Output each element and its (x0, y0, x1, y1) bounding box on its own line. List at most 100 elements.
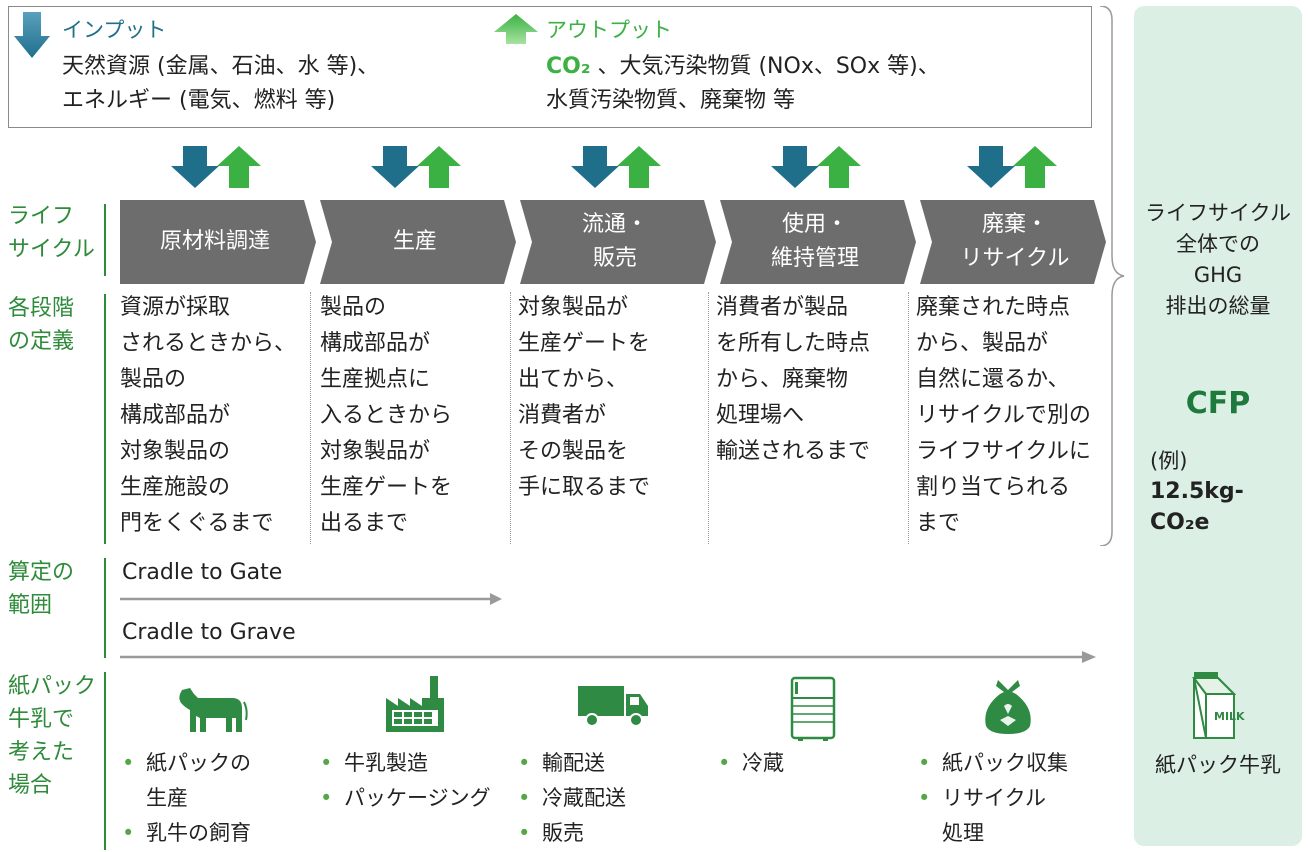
row-label-example-4: 場合 (8, 773, 53, 798)
stage-2-output-arrow-icon (417, 146, 461, 188)
side-summary-line-1: ライフサイクル (1145, 201, 1291, 225)
example-3-item-1-text: 輸配送 (542, 751, 605, 775)
example-3-item-3-text: 販売 (542, 821, 584, 845)
stage-3-io-arrows (571, 146, 661, 188)
row-label-definition-2: の定義 (8, 329, 75, 354)
row-label-example-3: 考えた (8, 740, 75, 765)
output-arrow-icon (494, 14, 538, 44)
product-label: 紙パック牛乳 (1155, 753, 1281, 777)
stage-chevrons (120, 200, 1106, 284)
row-label-example-2: 牛乳で (8, 707, 75, 732)
stage-chevron-4 (720, 200, 916, 284)
milk-label: MILK (1214, 710, 1245, 723)
input-output-box (8, 6, 1092, 128)
cfp-title: CFP (1185, 386, 1251, 421)
factory-icon (386, 676, 444, 732)
example-3-item-2-text: 冷蔵配送 (542, 786, 626, 810)
stage-label-3: 流通・販売 (520, 200, 710, 284)
row-label-lifecycle: ライフ サイクル (8, 200, 95, 266)
stage-1-io-arrows (171, 146, 261, 188)
cradle-to-gate-label: Cradle to Gate (122, 560, 283, 585)
stage-chevron-5 (920, 200, 1106, 284)
row-label-scope-1: 算定の (8, 560, 75, 585)
definition-stage-1: 資源が採取 されるときから、 製品の 構成部品が 対象製品の 生産施設の 門をく… (120, 295, 297, 536)
example-list-4: 冷蔵 (716, 746, 784, 781)
stage-1-line-1: 原材料調達 (159, 229, 270, 254)
row-label-definition: 各段階 の定義 (8, 292, 74, 358)
definition-stage-2: 製品の 構成部品が 生産拠点に 入るときから 対象製品が 生産ゲートを 出るまで (320, 295, 453, 536)
side-summary: ライフサイクル 全体での GHG 排出の総量 (1134, 198, 1302, 322)
example-5-item-2: リサイクル 処理 (916, 781, 1068, 851)
row-label-lifecycle-2: サイクル (8, 237, 95, 262)
example-list-2: 牛乳製造 パッケージング (318, 746, 491, 816)
stage-4-line-1: 使用・ (781, 212, 848, 237)
example-4-item-1: 冷蔵 (716, 746, 784, 781)
row-label-example: 紙パック 牛乳で 考えた 場合 (8, 670, 96, 802)
definition-separator-3 (708, 292, 709, 544)
garbage-bag-icon (985, 680, 1031, 734)
output-label: アウトプット (546, 18, 672, 42)
stage-label-2: 生産 (320, 200, 510, 284)
definition-stage-4: 消費者が製品 を所有した時点 から、廃棄物 処理場へ 輸送されるまで (716, 295, 871, 464)
stage-1-output-arrow-icon (217, 146, 261, 188)
stage-2-io-arrows (371, 146, 461, 188)
example-3-item-1: 輸配送 (516, 746, 626, 781)
side-summary-line-2: 全体での (1176, 232, 1260, 256)
cow-icon (179, 688, 248, 732)
example-1-item-2-text: 乳牛の飼育 (146, 821, 251, 845)
stage-3-input-arrow-icon (571, 146, 619, 188)
stage-3-line-1: 流通・ (581, 212, 648, 237)
output-line-1-rest: 、大気汚染物質 (NOx、SOx 等)、 (590, 54, 940, 79)
row-label-scope-2: 範囲 (8, 593, 53, 618)
input-line-1: 天然資源 (金属、石油、水 等)、 (62, 54, 380, 79)
input-arrow-icon (14, 12, 50, 58)
side-summary-line-3: GHG (1193, 263, 1243, 287)
definition-separator-1 (310, 292, 311, 544)
example-5-item-1: 紙パック収集 (916, 746, 1068, 781)
output-line-2: 水質汚染物質、廃棄物 等 (546, 88, 795, 113)
example-2-item-2-text: パッケージング (344, 786, 491, 810)
row-label-scope: 算定の 範囲 (8, 556, 74, 622)
example-list-1: 紙パックの 生産 乳牛の飼育 (120, 746, 251, 851)
scope-divider (104, 558, 106, 658)
side-summary-line-4: 排出の総量 (1165, 294, 1271, 318)
stage-1-input-arrow-icon (171, 146, 219, 188)
cfp-example-value-2: CO₂e (1150, 510, 1210, 535)
input-line-2: エネルギー (電気、燃料 等) (62, 88, 336, 113)
stage-chevron-1 (120, 200, 316, 284)
definition-separator-2 (510, 292, 511, 544)
example-5-item-2-text: リサイクル 処理 (942, 786, 1046, 845)
example-2-item-1: 牛乳製造 (318, 746, 491, 781)
example-divider (104, 672, 106, 850)
truck-icon (578, 686, 648, 727)
example-list-5: 紙パック収集 リサイクル 処理 (916, 746, 1068, 851)
cfp-example-prefix: (例) (1150, 449, 1188, 473)
stage-3-line-2: 販売 (592, 246, 637, 271)
stage-5-io-arrows (967, 146, 1057, 188)
cfp-example-value-1: 12.5kg- (1150, 479, 1244, 504)
lifecycle-divider (104, 204, 106, 276)
example-1-item-1: 紙パックの 生産 (120, 746, 251, 816)
stage-2-input-arrow-icon (371, 146, 419, 188)
example-4-item-1-text: 冷蔵 (742, 751, 784, 775)
stage-5-output-arrow-icon (1013, 146, 1057, 188)
row-label-lifecycle-1: ライフ (8, 204, 75, 229)
example-3-item-3: 販売 (516, 816, 626, 851)
stage-4-io-arrows (771, 146, 861, 188)
definition-stage-3: 対象製品が 生産ゲートを 出てから、 消費者が その製品を 手に取るまで (518, 295, 651, 500)
example-1-item-1-text: 紙パックの 生産 (146, 751, 251, 810)
stage-4-input-arrow-icon (771, 146, 819, 188)
definition-stage-5: 廃棄された時点 から、製品が 自然に還るか、 リサイクルで別の ライフサイクルに… (916, 295, 1091, 536)
example-3-item-2: 冷蔵配送 (516, 781, 626, 816)
stage-label-5: 廃棄・リサイクル (920, 200, 1110, 284)
stage-2-line-1: 生産 (392, 229, 437, 254)
output-line-1: CO₂ 、大気汚染物質 (NOx、SOx 等)、 (546, 50, 940, 84)
definition-separator-4 (908, 292, 909, 544)
example-2-item-1-text: 牛乳製造 (344, 751, 428, 775)
cradle-to-grave-arrow (120, 651, 1096, 663)
row-label-example-1: 紙パック (8, 674, 97, 699)
cradle-to-grave-label: Cradle to Grave (122, 620, 296, 645)
stage-label-1: 原材料調達 (120, 200, 310, 284)
input-label: インプット (62, 18, 167, 42)
cfp-example: (例) 12.5kg- CO₂e (1150, 446, 1244, 538)
